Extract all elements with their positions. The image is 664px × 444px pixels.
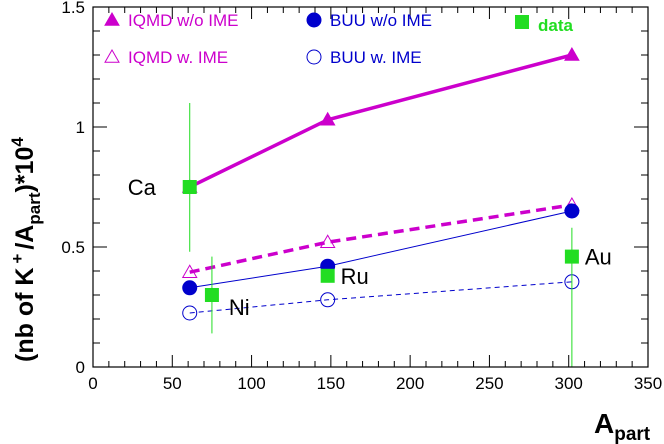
- data-point: [564, 203, 580, 219]
- annotation-label: Ca: [128, 175, 157, 200]
- legend-marker: [515, 15, 529, 29]
- y-axis-title-c: /A: [11, 225, 39, 250]
- data-point: [320, 268, 335, 283]
- legend-item: IQMD w. IME: [104, 48, 228, 67]
- y-tick-label: 0.5: [61, 238, 85, 257]
- annotation-label: Au: [585, 245, 612, 270]
- legend-label: BUU w. IME: [330, 48, 422, 67]
- plot-frame: [92, 6, 649, 368]
- data-point: [204, 288, 219, 302]
- y-tick-label: 0: [76, 358, 85, 377]
- data-point: [182, 280, 198, 296]
- series-buu-w-o-ime: [182, 203, 580, 296]
- data-point: [320, 292, 336, 308]
- series-line: [189, 281, 572, 314]
- legend-marker: [306, 12, 322, 28]
- series-data: [182, 103, 579, 367]
- legend-item: BUU w/o IME: [306, 11, 432, 30]
- series-line: [189, 203, 573, 274]
- x-tick-label: 300: [555, 374, 583, 393]
- y-axis-title-b: +: [8, 254, 27, 264]
- data-point: [319, 234, 336, 248]
- annotation-label: Ru: [341, 264, 369, 289]
- y-tick-label: 1.5: [61, 0, 85, 17]
- legend-label: BUU w/o IME: [330, 11, 432, 30]
- x-axis-title: Apart: [594, 408, 651, 444]
- x-tick-label: 0: [88, 374, 97, 393]
- x-tick-label: 50: [163, 374, 182, 393]
- x-axis-title-sub: part: [614, 424, 651, 444]
- y-tick-label: 1: [76, 118, 85, 137]
- x-tick-label: 250: [475, 374, 503, 393]
- x-tick-label: 200: [396, 374, 424, 393]
- x-tick-label: 150: [317, 374, 345, 393]
- data-point: [319, 111, 336, 126]
- x-tick-label: 100: [237, 374, 265, 393]
- axis-layer: 0 50 100 150 200 250 300 350 0 0.5 1 1.5: [61, 0, 662, 393]
- legend-label: IQMD w. IME: [128, 48, 228, 67]
- legend-item: IQMD w/o IME: [104, 11, 239, 30]
- data-point: [181, 264, 198, 278]
- series-buu-w-ime: [182, 274, 580, 321]
- legend-marker: [306, 49, 322, 65]
- data-point: [182, 305, 198, 321]
- legend: IQMD w/o IME IQMD w. IME BUU w/o IME BUU w.…: [104, 11, 574, 67]
- legend-label: IQMD w/o IME: [128, 11, 239, 30]
- legend-marker: [104, 48, 120, 63]
- legend-item: data: [515, 15, 574, 35]
- x-axis-title-main: A: [594, 408, 614, 439]
- legend-marker: [104, 11, 120, 26]
- y-axis-title-d: part: [25, 192, 44, 224]
- data-point: [182, 180, 197, 194]
- y-axis-title-e: )*10: [11, 147, 39, 193]
- legend-label: data: [538, 16, 574, 35]
- annotation-label: Ni: [229, 295, 250, 320]
- x-tick-label: 350: [634, 374, 662, 393]
- data-point: [564, 46, 580, 61]
- legend-item: BUU w. IME: [306, 48, 422, 67]
- data-point: [564, 249, 579, 264]
- y-axis-title: (nb of K + /Apart)*104: [8, 137, 44, 362]
- y-axis-title-a: (nb of K: [11, 268, 39, 362]
- y-axis-title-f: 4: [8, 137, 27, 147]
